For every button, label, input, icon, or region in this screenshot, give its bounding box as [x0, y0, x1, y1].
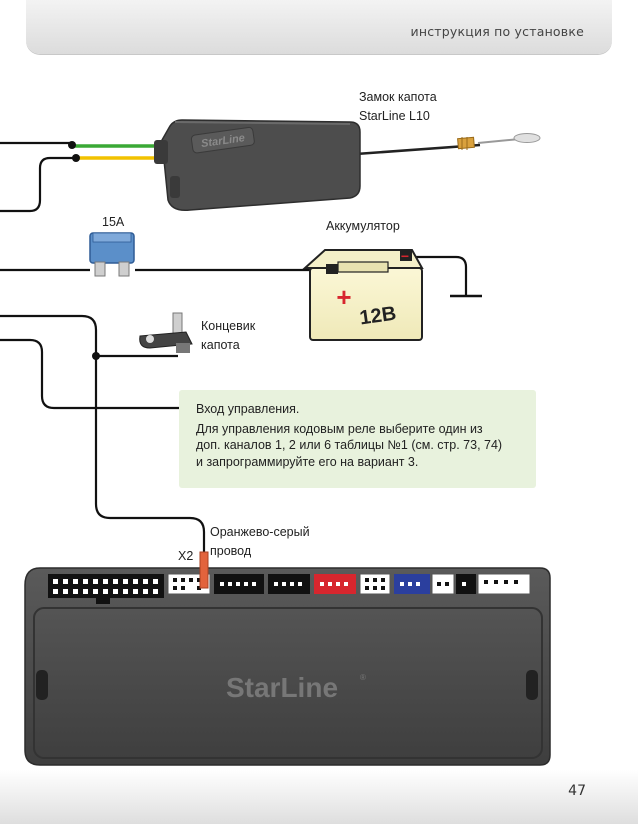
hood-lock-label-2: StarLine L10 — [359, 109, 430, 123]
hood-lock-relay: StarLine — [154, 119, 361, 212]
splice-dot-yellow — [72, 154, 80, 162]
limit-switch-label-2: капота — [201, 338, 240, 352]
connector-black-2 — [268, 574, 310, 594]
splice-dot-green — [68, 141, 76, 149]
battery-voltage: 12В — [358, 303, 397, 330]
wire-label-2: провод — [210, 544, 252, 558]
wire-to-x2 — [0, 314, 206, 560]
footer-bar — [0, 770, 638, 824]
page-number: 47 — [568, 783, 586, 799]
hood-lock-label-1: Замок капота — [359, 90, 437, 104]
wire-control-input — [0, 338, 182, 410]
connector-x2-label: X2 — [178, 549, 194, 563]
main-unit-logo: StarLine — [226, 672, 338, 703]
note-title: Вход управления. — [196, 402, 300, 416]
note-line-1: Для управления кодовым реле выберите оди… — [196, 421, 483, 436]
connector-main — [48, 574, 164, 598]
wire-label-1: Оранжево-серый — [210, 525, 310, 539]
note-text: Вход управления. Для управления кодовым … — [196, 401, 526, 470]
hood-lock-cable-tip — [457, 133, 541, 150]
fuse — [89, 232, 135, 277]
wire-to-relay-yellow — [0, 156, 158, 213]
battery-ground-wire — [408, 255, 468, 296]
hood-limit-switch — [139, 312, 193, 353]
connector-red — [314, 574, 356, 594]
battery: + − 12В — [302, 248, 424, 341]
battery-plus-sign: + — [336, 282, 351, 312]
splice-dot-limit — [92, 352, 100, 360]
note-line-3: и запрограммируйте его на вариант 3. — [196, 454, 419, 469]
fuse-label: 15A — [102, 215, 125, 229]
note-box — [179, 390, 536, 488]
header-title: инструкция по установке — [410, 24, 584, 39]
header-bar — [26, 0, 612, 54]
svg-text:®: ® — [360, 673, 366, 682]
connector-white-2 — [431, 573, 455, 595]
battery-label: Аккумулятор — [326, 219, 400, 233]
main-control-unit: StarLine ® — [24, 551, 551, 766]
orange-gray-wire-pin — [199, 551, 209, 589]
note-line-2: доп. каналов 1, 2 или 6 таблицы №1 (см. … — [196, 438, 503, 452]
battery-minus-sign: − — [401, 248, 409, 264]
limit-switch-label-1: Концевик — [201, 319, 256, 333]
wires — [0, 141, 482, 560]
connector-white-1 — [359, 573, 391, 595]
